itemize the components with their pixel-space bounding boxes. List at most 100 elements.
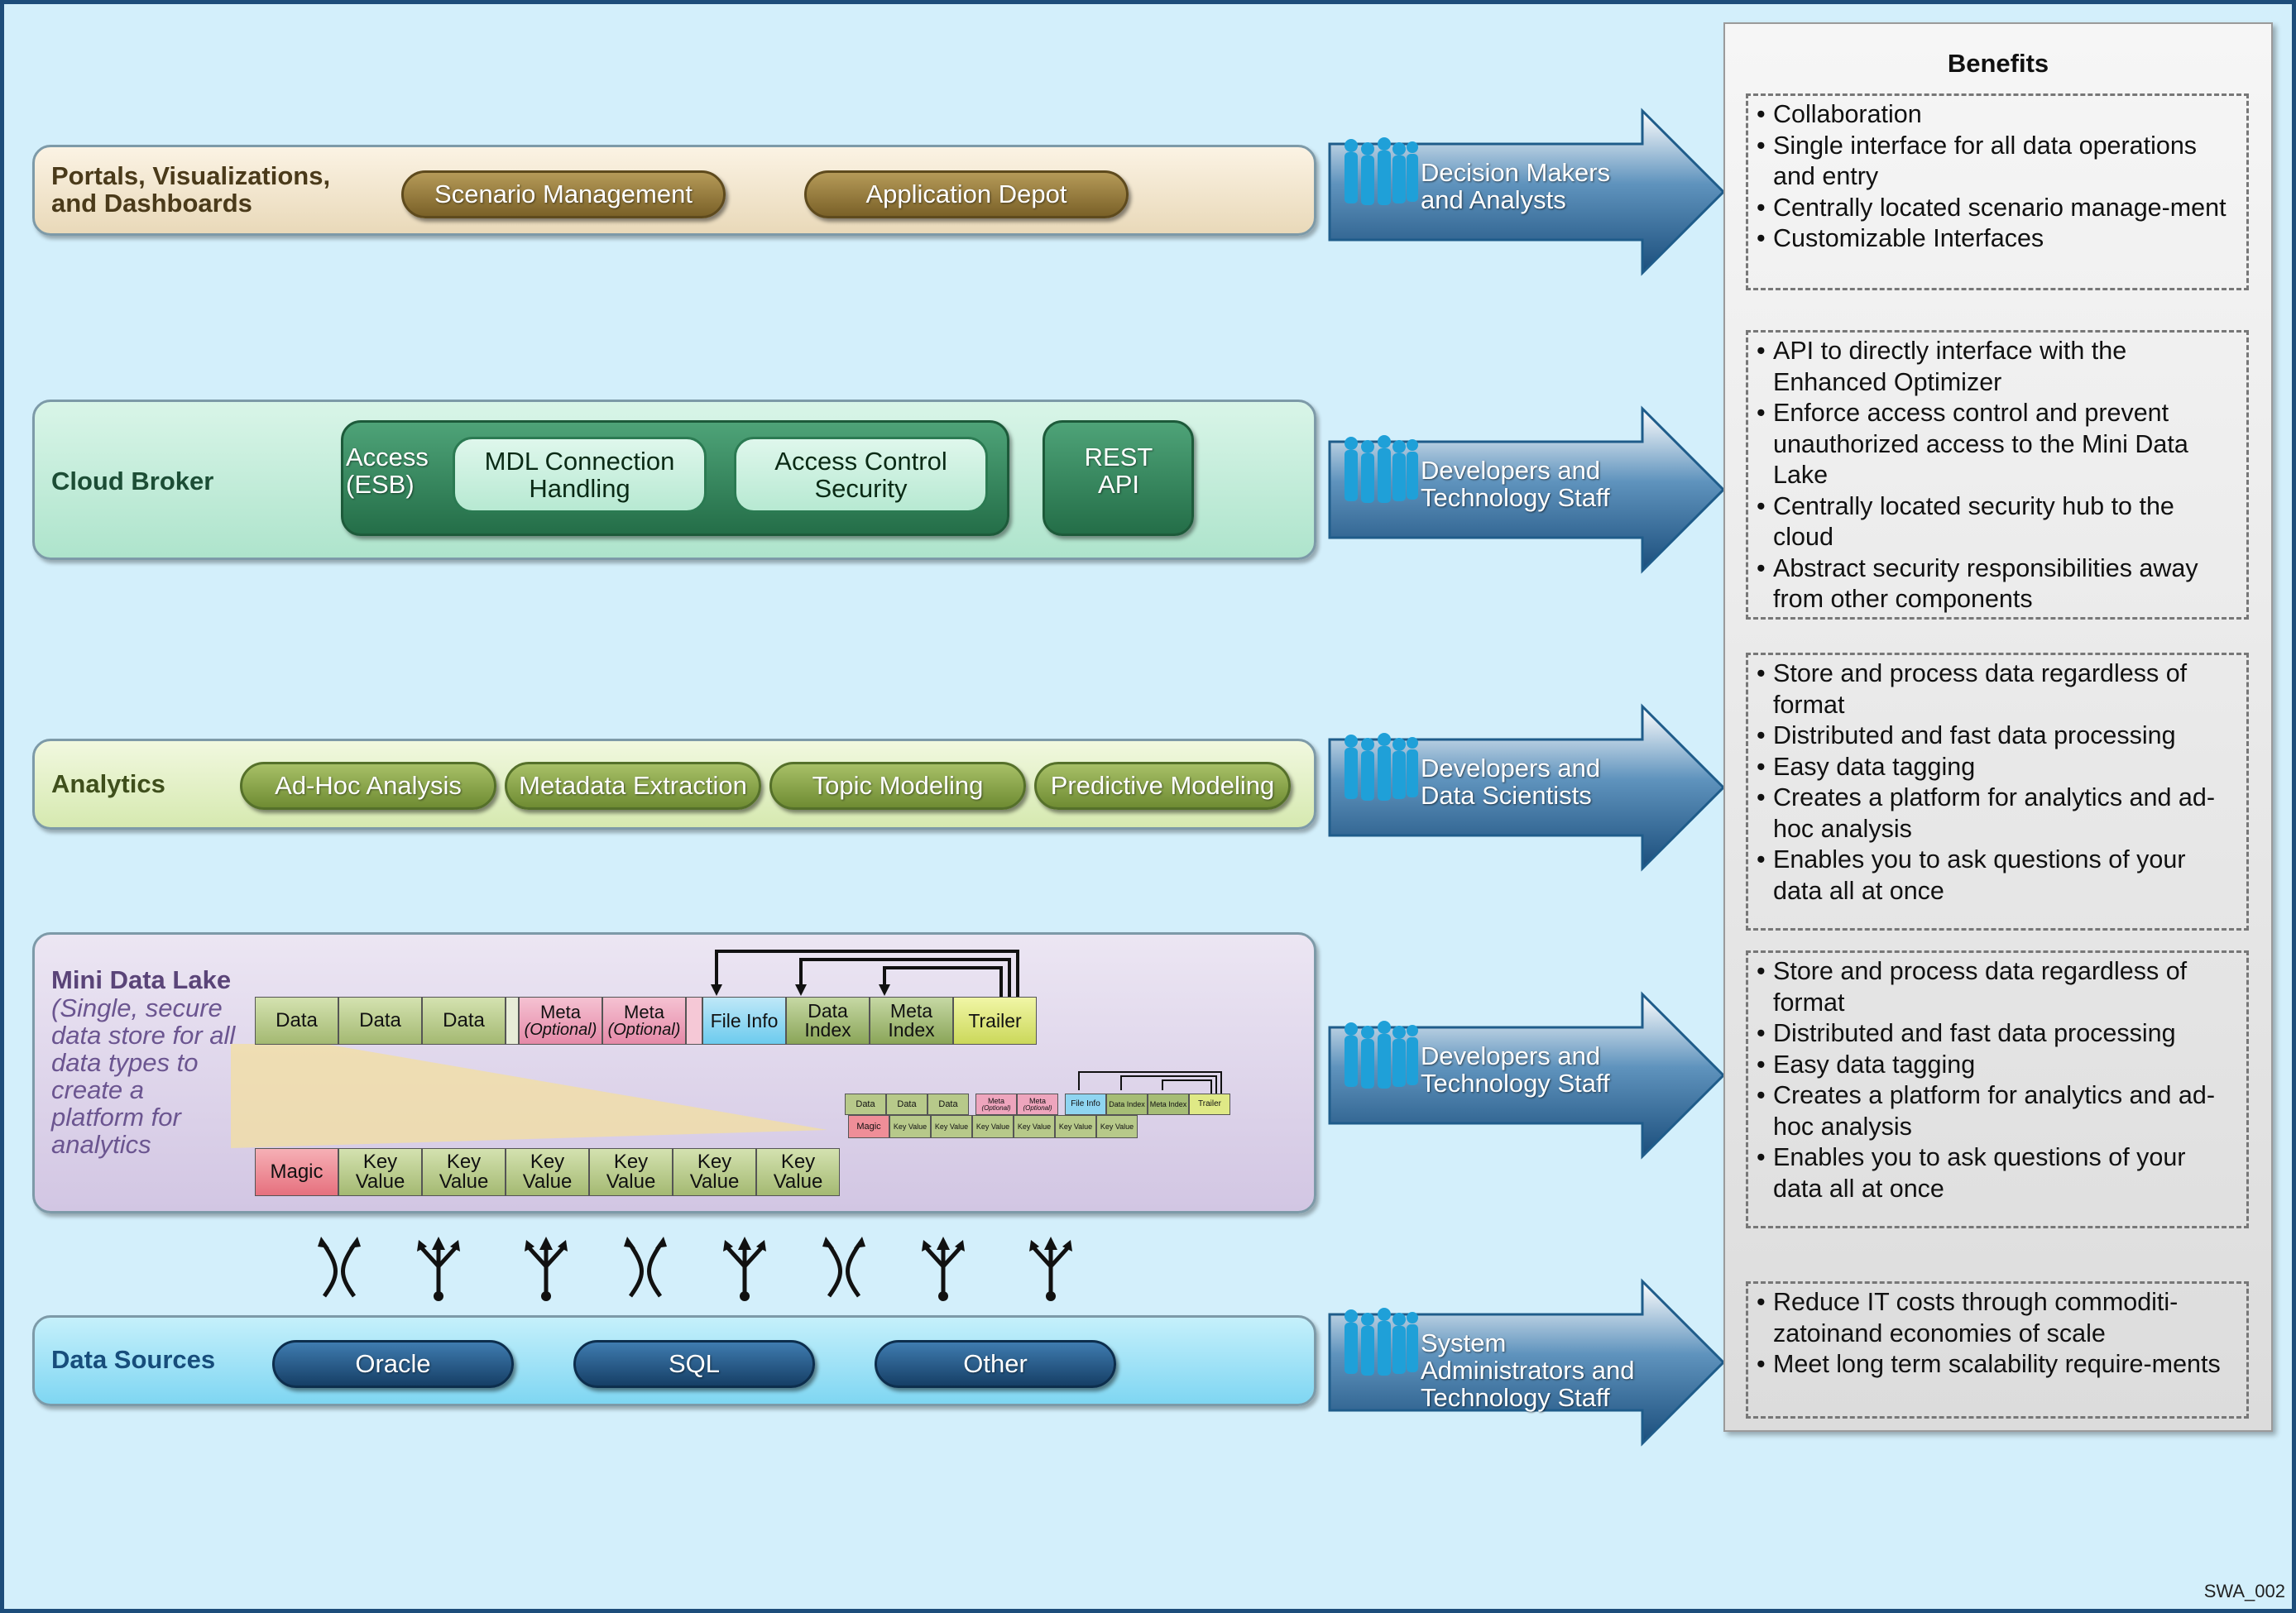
rest-api-pill[interactable] xyxy=(1043,420,1194,536)
trailer-block: Trailer xyxy=(953,997,1037,1045)
analytics-title: Analytics xyxy=(51,769,165,798)
upload-fork-icon xyxy=(922,1237,965,1301)
predictive-modeling-pill[interactable]: Predictive Modeling xyxy=(1034,762,1291,810)
ad-hoc-analysis-pill[interactable]: Ad-Hoc Analysis xyxy=(240,762,496,810)
key-value-block-2: Key Value xyxy=(422,1148,506,1196)
mini-kv-3: Key Value xyxy=(972,1115,1014,1138)
upload-fork-icon xyxy=(723,1237,766,1301)
key-value-block-6: Key Value xyxy=(756,1148,840,1196)
meta-label-1: Meta xyxy=(540,1002,581,1022)
benefit-item: Collaboration xyxy=(1755,99,2240,131)
upload-fork-icon xyxy=(525,1237,568,1301)
mdl-connection-handling-pill[interactable]: MDL Connection Handling xyxy=(453,437,707,513)
bidirectional-arrow-icon xyxy=(624,1237,667,1296)
people-icon xyxy=(1345,1021,1418,1089)
key-value-block-3: Key Value xyxy=(506,1148,589,1196)
mini-file-info: File Info xyxy=(1065,1094,1106,1115)
mini-data-lake-title: Mini Data Lake xyxy=(51,965,232,994)
data-flow-arrows xyxy=(4,1228,1295,1311)
people-icon xyxy=(1345,733,1418,801)
benefit-item: Creates a platform for analytics and ad-… xyxy=(1755,783,2240,845)
scenario-management-pill[interactable]: Scenario Management xyxy=(401,170,726,218)
benefit-item: Single interface for all data operations… xyxy=(1755,131,2240,193)
access-control-security-pill[interactable]: Access Control Security xyxy=(734,437,988,513)
key-value-block-1: Key Value xyxy=(338,1148,422,1196)
benefit-item: Easy data tagging xyxy=(1755,1050,2240,1081)
figure-id: SWA_002 xyxy=(2203,1581,2285,1601)
portals-layer-title: Portals, Visualizations, and Dashboards xyxy=(51,161,331,218)
data-separator-1 xyxy=(506,997,519,1045)
benefit-item: Reduce IT costs through commoditi-zatoin… xyxy=(1755,1287,2240,1349)
audience-arrow-4: Developers and Technology Staff xyxy=(1328,991,1729,1161)
audience-label-5: System Administrators and Technology Sta… xyxy=(1421,1328,1635,1412)
mini-kv-5: Key Value xyxy=(1055,1115,1096,1138)
portals-layer: Portals, Visualizations, and Dashboards … xyxy=(32,145,1316,236)
audience-label-1: Decision Makers and Analysts xyxy=(1421,158,1611,214)
cloud-broker-title: Cloud Broker xyxy=(51,467,214,495)
meta-block-1: Meta (Optional) xyxy=(519,997,602,1045)
benefit-item: Enables you to ask questions of your dat… xyxy=(1755,845,2240,907)
mini-data-3: Data xyxy=(928,1094,969,1115)
mini-meta-1: Meta (Optional) xyxy=(975,1094,1017,1115)
benefit-item: Enables you to ask questions of your dat… xyxy=(1755,1142,2240,1204)
mini-kv-6: Key Value xyxy=(1096,1115,1138,1138)
application-depot-pill[interactable]: Application Depot xyxy=(804,170,1129,218)
oracle-source-pill[interactable]: Oracle xyxy=(272,1340,514,1388)
metadata-extraction-pill[interactable]: Metadata Extraction xyxy=(505,762,761,810)
key-value-block-4: Key Value xyxy=(589,1148,673,1196)
upload-fork-icon xyxy=(1029,1237,1072,1301)
audience-label-3: Developers and Data Scientists xyxy=(1421,754,1601,810)
meta-block-2: Meta (Optional) xyxy=(602,997,686,1045)
people-icon xyxy=(1345,435,1418,503)
benefits-group-analytics: Store and process data regardless of for… xyxy=(1746,653,2249,931)
bidirectional-arrow-icon xyxy=(318,1237,361,1296)
mini-data-2: Data xyxy=(886,1094,928,1115)
mini-data-index: Data Index xyxy=(1106,1094,1148,1115)
mini-meta-label-1: Meta xyxy=(987,1096,1004,1105)
meta-label-2: Meta xyxy=(624,1002,664,1022)
benefit-item: Abstract security responsibilities away … xyxy=(1755,553,2240,615)
meta-note-2: (Optional) xyxy=(607,1021,681,1039)
data-block-3: Data xyxy=(422,997,506,1045)
index-pointers xyxy=(711,950,1019,997)
benefits-panel: Benefits Collaboration Single interface … xyxy=(1723,22,2273,1432)
access-esb-label: Access (ESB) xyxy=(346,443,429,499)
benefit-item: Distributed and fast data processing xyxy=(1755,720,2240,752)
mini-kv-4: Key Value xyxy=(1014,1115,1055,1138)
mini-index-pointers xyxy=(1078,1071,1222,1094)
mini-data-lake-subtitle: (Single, secure data store for all data … xyxy=(51,993,236,1159)
sql-source-pill[interactable]: SQL xyxy=(573,1340,815,1388)
benefit-item: Store and process data regardless of for… xyxy=(1755,658,2240,720)
audience-arrow-2: Developers and Technology Staff xyxy=(1328,405,1729,575)
meta-index-block: Meta Index xyxy=(870,997,953,1045)
mini-data-lake-layer: Mini Data Lake (Single, secure data stor… xyxy=(32,932,1316,1213)
bidirectional-arrow-icon xyxy=(822,1237,865,1296)
mini-meta-index: Meta Index xyxy=(1148,1094,1189,1115)
mini-file-row: Data Data Data Meta (Optional) Meta (Opt… xyxy=(845,1069,1242,1118)
benefit-item: Easy data tagging xyxy=(1755,752,2240,783)
benefit-item: API to directly interface with the Enhan… xyxy=(1755,336,2240,398)
upload-fork-icon xyxy=(417,1237,460,1301)
benefit-item: Distributed and fast data processing xyxy=(1755,1018,2240,1050)
benefits-group-portals: Collaboration Single interface for all d… xyxy=(1746,93,2249,290)
rest-api-label: REST API xyxy=(1084,443,1153,499)
mini-meta-note-1: (Optional) xyxy=(981,1103,1011,1112)
people-icon xyxy=(1345,137,1418,205)
benefits-group-cloud-broker: API to directly interface with the Enhan… xyxy=(1746,330,2249,620)
meta-note-1: (Optional) xyxy=(524,1021,597,1039)
audience-arrow-3: Developers and Data Scientists xyxy=(1328,703,1729,873)
cloud-broker-layer: Cloud Broker Access (ESB) MDL Connection… xyxy=(32,400,1316,560)
other-source-pill[interactable]: Other xyxy=(875,1340,1116,1388)
benefit-item: Enforce access control and prevent unaut… xyxy=(1755,398,2240,491)
topic-modeling-pill[interactable]: Topic Modeling xyxy=(769,762,1026,810)
data-sources-layer: Data Sources Oracle SQL Other xyxy=(32,1315,1316,1406)
benefit-item: Centrally located security hub to the cl… xyxy=(1755,491,2240,553)
people-icon xyxy=(1345,1308,1418,1376)
benefit-item: Meet long term scalability require-ments xyxy=(1755,1349,2240,1381)
benefit-item: Store and process data regardless of for… xyxy=(1755,956,2240,1018)
mini-trailer: Trailer xyxy=(1189,1094,1230,1115)
mini-meta-label-2: Meta xyxy=(1028,1096,1046,1105)
mini-data-1: Data xyxy=(845,1094,886,1115)
audience-arrow-1: Decision Makers and Analysts xyxy=(1328,108,1729,277)
